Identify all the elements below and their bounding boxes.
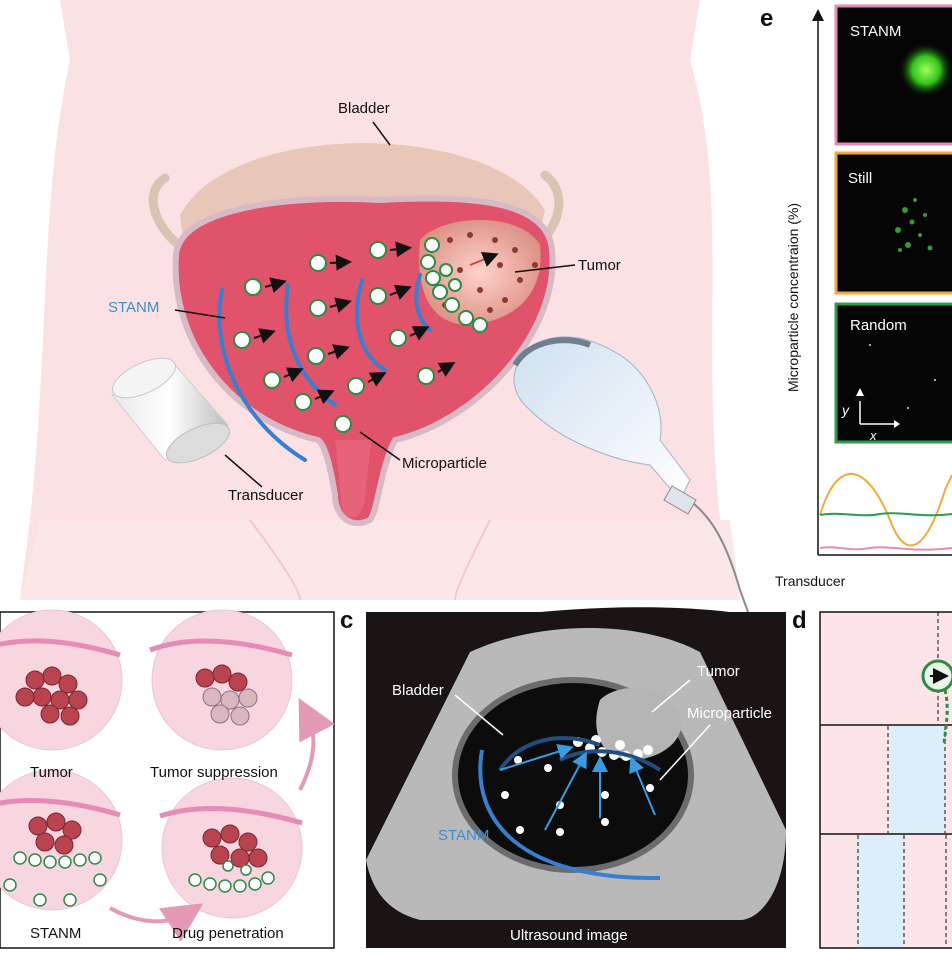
left-transducer xyxy=(111,357,230,464)
ultrasound-arrows xyxy=(499,743,656,831)
panel-b-tumor-label: Tumor xyxy=(30,764,73,781)
panel-b-suppression-label: Tumor suppression xyxy=(150,764,278,781)
y-axis-label: Microparticle concentraion (%) xyxy=(785,203,801,392)
ultrasound-probe xyxy=(512,336,749,613)
leader-lines xyxy=(174,121,576,488)
flow-arrow-1 xyxy=(109,903,204,942)
panel-e-letter: e xyxy=(760,5,773,32)
still-curve xyxy=(819,472,952,547)
panel-d: d xyxy=(792,607,952,949)
panel-b-suppression-circle xyxy=(149,609,293,751)
random-image: Random y x xyxy=(834,302,952,444)
random-image-label: Random xyxy=(850,317,907,334)
ultrasound-stanm-wave-1 xyxy=(478,749,661,881)
still-image: Still xyxy=(834,151,952,295)
random-curve xyxy=(819,512,952,517)
transducer-label: Transducer xyxy=(228,487,303,504)
ultrasound-tumor-label: Tumor xyxy=(697,663,740,680)
x-axis-label: Transducer xyxy=(775,573,846,589)
stanm-curve xyxy=(819,546,952,551)
bladder-label: Bladder xyxy=(338,100,390,117)
microparticle-label: Microparticle xyxy=(402,455,487,472)
ultrasound-stanm-label: STANM xyxy=(438,827,489,844)
tumor-label: Tumor xyxy=(578,257,621,274)
panel-c: c xyxy=(340,607,786,948)
panel-e: e Microparticle concentraion (%) Transdu… xyxy=(760,4,952,589)
panel-b-tumor-circle xyxy=(0,609,123,751)
flow-arrow-2 xyxy=(298,697,335,791)
panel-b-stanm-label: STANM xyxy=(30,925,81,942)
stanm-label: STANM xyxy=(108,299,159,316)
ultrasound-stanm-wave-2 xyxy=(498,736,601,772)
concentration-curves xyxy=(819,472,952,551)
panel-d-letter: d xyxy=(792,607,807,634)
panel-b-stanm-circle xyxy=(0,769,123,911)
panel-c-letter: c xyxy=(340,607,353,634)
ultrasound-bladder-label: Bladder xyxy=(392,682,444,699)
still-image-label: Still xyxy=(848,170,872,187)
y-glyph: y xyxy=(841,402,850,418)
panel-b: Tumor Tumor suppression STANM Drug penet… xyxy=(0,609,335,949)
tumor xyxy=(419,220,541,333)
panel-d-trajectory xyxy=(942,689,949,746)
ultrasound-caption: Ultrasound image xyxy=(510,927,628,944)
microparticles xyxy=(233,241,456,433)
stanm-image-label: STANM xyxy=(850,23,901,40)
panel-b-penetration-circle xyxy=(159,777,303,919)
free-particles xyxy=(501,756,654,836)
stanm-image: STANM xyxy=(834,4,952,146)
panel-b-penetration-label: Drug penetration xyxy=(172,925,284,942)
ultrasound-microparticle-label: Microparticle xyxy=(687,705,772,722)
x-glyph: x xyxy=(869,428,877,443)
